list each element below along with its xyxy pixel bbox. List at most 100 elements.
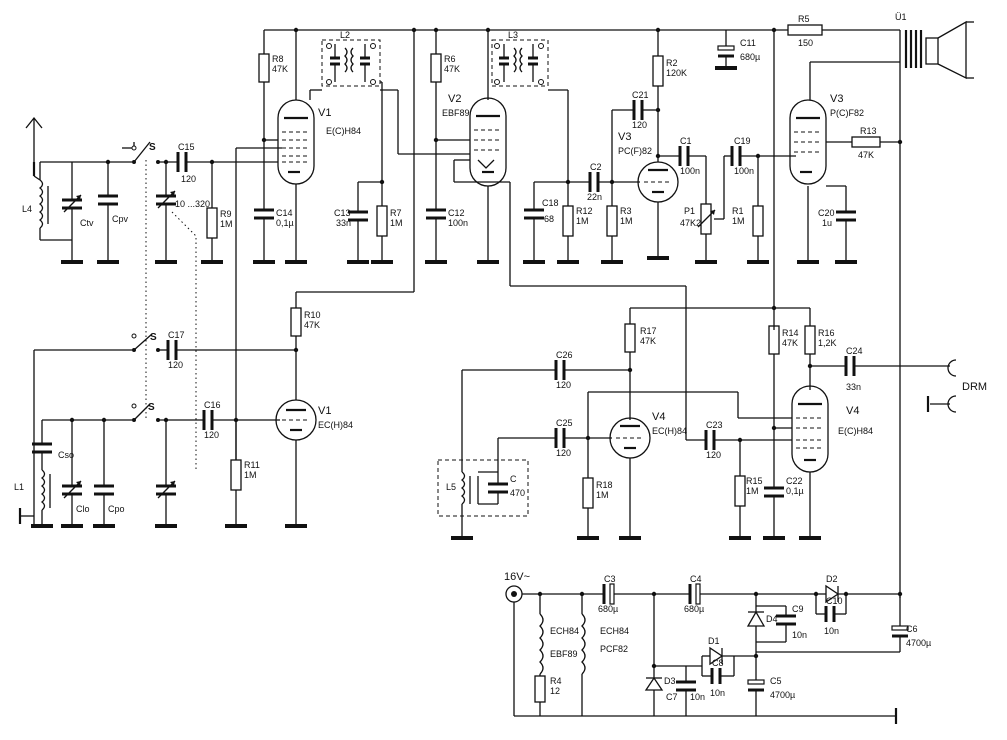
svg-text:120: 120 bbox=[632, 120, 647, 130]
svg-text:V1: V1 bbox=[318, 107, 331, 119]
svg-text:V1: V1 bbox=[318, 405, 331, 417]
svg-text:C11: C11 bbox=[740, 38, 756, 48]
capacitor-cpv: Cpv bbox=[95, 162, 129, 264]
if-transformer-l3: L3 bbox=[491, 30, 549, 87]
svg-text:1M: 1M bbox=[244, 470, 257, 480]
svg-text:1u: 1u bbox=[822, 218, 832, 228]
tube-v1-heptode: V1 E(C)H84 bbox=[277, 99, 361, 185]
svg-text:1M: 1M bbox=[220, 219, 233, 229]
output-transformer: Ü1 bbox=[810, 12, 923, 598]
svg-text:1M: 1M bbox=[746, 486, 759, 496]
svg-text:EBF89: EBF89 bbox=[550, 649, 578, 659]
capacitor-c16: C16 120 bbox=[202, 400, 280, 440]
drm-output-connector[interactable]: DRM bbox=[926, 359, 987, 413]
diode-d4: D4 bbox=[746, 594, 778, 656]
svg-text:100n: 100n bbox=[448, 218, 468, 228]
capacitor-c26: C26 120 bbox=[462, 350, 630, 390]
svg-text:Ü1: Ü1 bbox=[895, 12, 907, 22]
resistor-r6: R6 47K bbox=[430, 53, 470, 210]
svg-text:L3: L3 bbox=[508, 30, 518, 40]
resistor-r2: R2 120K bbox=[652, 55, 687, 162]
svg-text:V4: V4 bbox=[846, 405, 859, 417]
svg-text:R14: R14 bbox=[782, 328, 799, 338]
varcap-tuning-2[interactable] bbox=[153, 420, 179, 528]
band-switch-3[interactable]: S bbox=[42, 402, 160, 422]
capacitor-c9: C9 10n bbox=[756, 604, 807, 643]
svg-text:Cpo: Cpo bbox=[108, 504, 125, 514]
svg-text:C7: C7 bbox=[666, 692, 678, 702]
svg-text:120: 120 bbox=[168, 360, 183, 370]
svg-text:680µ: 680µ bbox=[598, 604, 618, 614]
svg-text:C23: C23 bbox=[706, 420, 723, 430]
capacitor-c19: C19 100n bbox=[730, 136, 796, 176]
svg-text:R9: R9 bbox=[220, 209, 232, 219]
svg-text:C26: C26 bbox=[556, 350, 573, 360]
svg-text:1M: 1M bbox=[596, 490, 609, 500]
svg-text:C4: C4 bbox=[690, 574, 702, 584]
capacitor-c23: C23 120 bbox=[704, 420, 792, 460]
svg-text:0,1µ: 0,1µ bbox=[786, 486, 804, 496]
svg-text:R2: R2 bbox=[666, 58, 678, 68]
svg-text:R11: R11 bbox=[244, 460, 260, 470]
svg-text:C10: C10 bbox=[826, 596, 843, 606]
svg-text:S: S bbox=[150, 332, 157, 343]
varcap-tuning-1[interactable]: 10 ...320 bbox=[153, 162, 210, 264]
svg-text:47K: 47K bbox=[782, 338, 798, 348]
svg-text:C19: C19 bbox=[734, 136, 751, 146]
svg-text:10 ...320: 10 ...320 bbox=[175, 199, 210, 209]
svg-text:680µ: 680µ bbox=[684, 604, 704, 614]
svg-text:E(C)H84: E(C)H84 bbox=[326, 126, 361, 136]
resistor-r10: R10 47K bbox=[290, 292, 321, 400]
resistor-r14: R14 47K bbox=[768, 325, 799, 488]
tube-v3-pentode: V3 P(C)F82 bbox=[789, 93, 864, 185]
capacitor-clo: Clo bbox=[59, 420, 90, 528]
svg-text:D1: D1 bbox=[708, 636, 720, 646]
capacitor-c15: C15 120 bbox=[176, 142, 196, 184]
band-switch-2[interactable]: S bbox=[33, 332, 160, 524]
svg-text:10n: 10n bbox=[792, 630, 807, 640]
resistor-r9: R9 1M bbox=[199, 162, 233, 264]
svg-text:ECH84: ECH84 bbox=[600, 626, 629, 636]
oscillator-tank-l5: L5 C 470 bbox=[437, 438, 529, 536]
power-input-connector[interactable]: 16V~ bbox=[504, 571, 530, 603]
svg-text:C: C bbox=[510, 474, 517, 484]
resistor-r15: R15 1M bbox=[727, 440, 763, 540]
svg-text:120: 120 bbox=[556, 380, 571, 390]
diode-d2: D2 bbox=[810, 574, 900, 604]
svg-text:R7: R7 bbox=[390, 208, 402, 218]
svg-text:68: 68 bbox=[544, 214, 554, 224]
svg-text:ECH84: ECH84 bbox=[550, 626, 579, 636]
svg-text:D3: D3 bbox=[664, 676, 676, 686]
svg-text:R16: R16 bbox=[818, 328, 835, 338]
svg-text:33n: 33n bbox=[336, 218, 351, 228]
svg-text:C13: C13 bbox=[334, 208, 351, 218]
capacitor-c22: C22 0,1µ bbox=[761, 476, 804, 540]
svg-text:L2: L2 bbox=[340, 30, 350, 40]
svg-text:R8: R8 bbox=[272, 54, 284, 64]
svg-text:47K: 47K bbox=[304, 320, 320, 330]
svg-text:100n: 100n bbox=[680, 166, 700, 176]
svg-text:R3: R3 bbox=[620, 206, 632, 216]
svg-text:22n: 22n bbox=[587, 192, 602, 202]
svg-text:L5: L5 bbox=[446, 482, 456, 492]
capacitor-c17: C17 120 bbox=[158, 330, 296, 370]
coil-l4: L4 bbox=[22, 161, 108, 241]
resistor-r11: R11 1M bbox=[223, 420, 260, 528]
svg-text:47K: 47K bbox=[444, 64, 460, 74]
svg-text:150: 150 bbox=[798, 38, 813, 48]
svg-text:C21: C21 bbox=[632, 90, 649, 100]
svg-text:EC(H)84: EC(H)84 bbox=[652, 426, 687, 436]
antenna bbox=[25, 116, 43, 176]
svg-text:1M: 1M bbox=[620, 216, 633, 226]
capacitor-c12: C12 100n bbox=[423, 208, 468, 264]
svg-text:120: 120 bbox=[181, 174, 196, 184]
svg-text:33n: 33n bbox=[846, 382, 861, 392]
tube-v1-triode: V1 EC(H)84 bbox=[275, 399, 353, 441]
potentiometer-p1[interactable]: P1 47K2 bbox=[680, 156, 725, 264]
band-switch-1[interactable]: S bbox=[122, 141, 160, 164]
svg-text:R1: R1 bbox=[732, 206, 744, 216]
svg-text:470: 470 bbox=[510, 488, 525, 498]
svg-text:Cso: Cso bbox=[58, 450, 74, 460]
